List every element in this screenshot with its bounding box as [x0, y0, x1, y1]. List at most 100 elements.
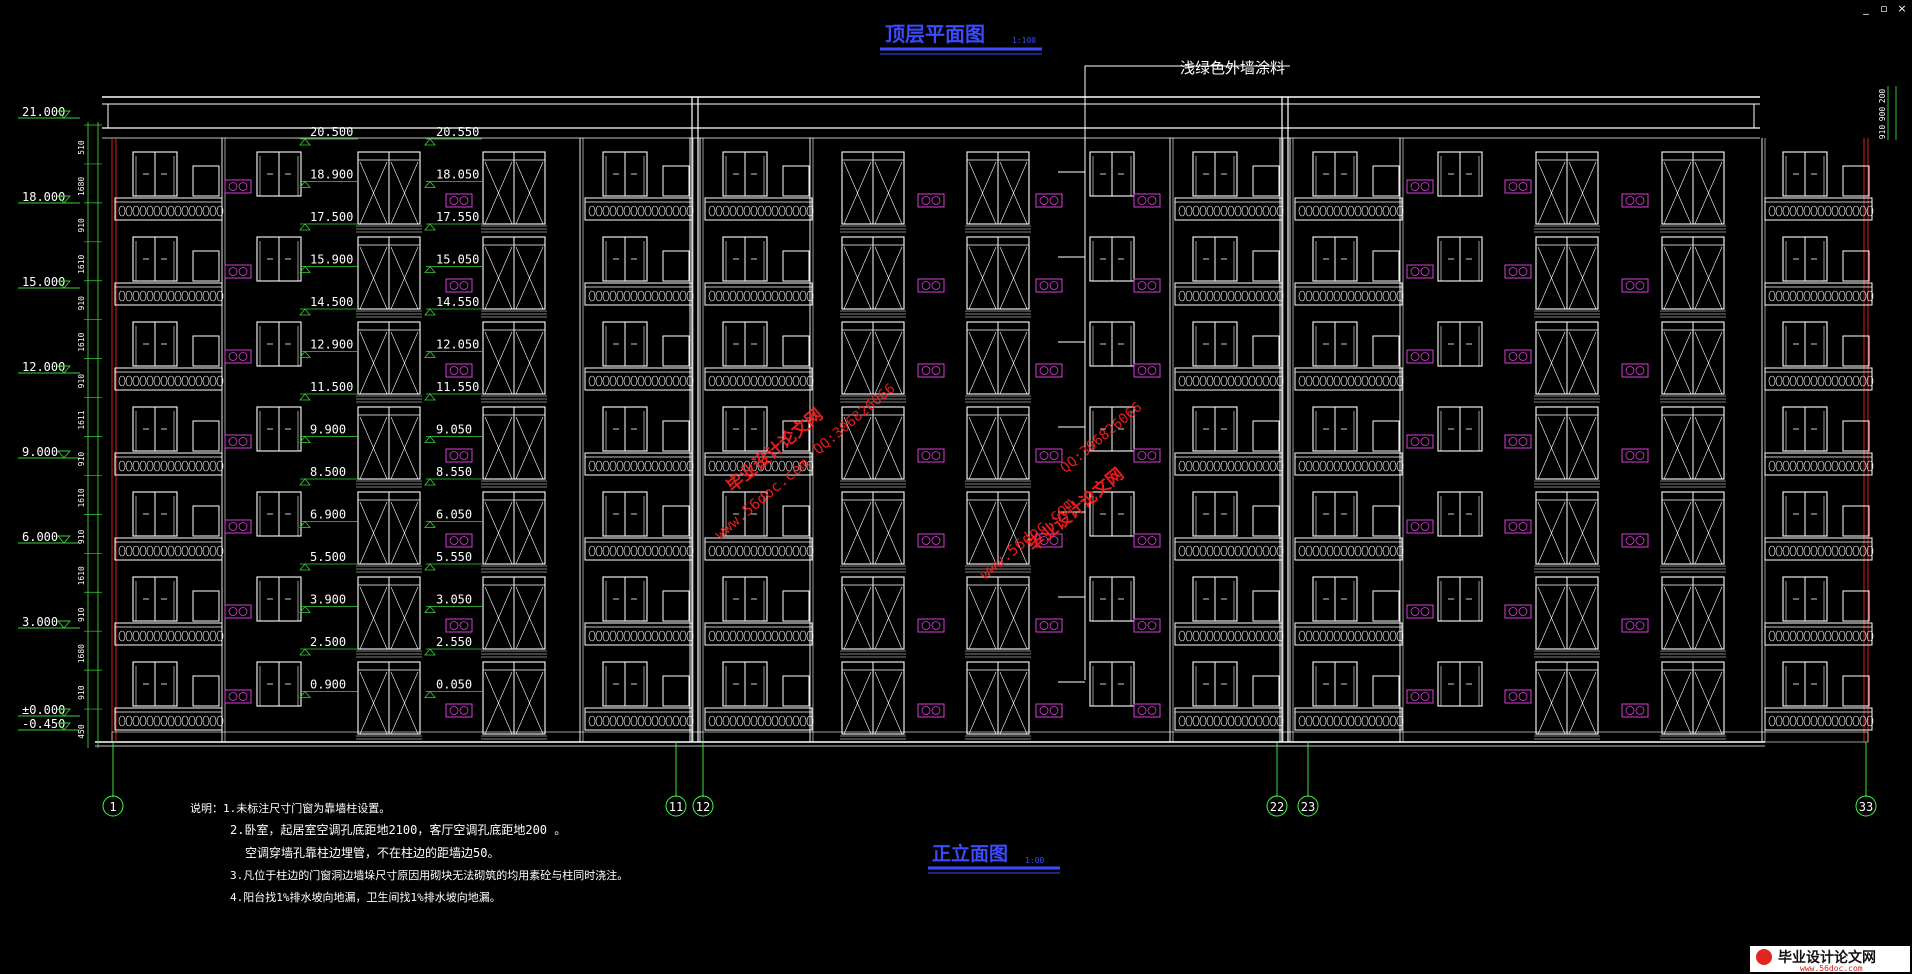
ac-fan [921, 706, 931, 715]
balcony-baluster [785, 715, 793, 727]
stair-window [840, 151, 906, 233]
stair-window-diag [1537, 161, 1566, 225]
balcony-baluster [188, 545, 196, 557]
ac-unit [1035, 703, 1063, 718]
balcony-baluster [637, 290, 645, 302]
balcony-baluster [771, 375, 779, 387]
balcony-baluster [623, 205, 631, 217]
ac-box [1133, 448, 1161, 463]
balcony-baluster [792, 290, 800, 302]
balcony-baluster [644, 545, 652, 557]
balcony-baluster [1354, 715, 1362, 727]
balcony-baluster [1347, 545, 1355, 557]
balcony-baluster [1199, 375, 1207, 387]
balcony-baluster [1810, 205, 1818, 217]
room-window [1437, 321, 1483, 367]
balcony-railing [704, 707, 814, 731]
balcony-baluster [1185, 630, 1193, 642]
balcony-baluster [167, 545, 175, 557]
balcony-baluster [1859, 205, 1867, 217]
stair-level-a: 18.900 [310, 168, 353, 182]
balcony-baluster [1326, 460, 1334, 472]
balcony-baluster [1248, 460, 1256, 472]
balcony-baluster [806, 630, 814, 642]
balcony-baluster [1396, 545, 1404, 557]
restore-button[interactable]: ▫ [1880, 2, 1888, 15]
balcony-railing [1174, 367, 1284, 391]
balcony-baluster [1276, 205, 1284, 217]
balcony-baluster [1347, 460, 1355, 472]
balcony-baluster [665, 460, 673, 472]
balcony-railing [1174, 707, 1284, 731]
balcony-baluster [216, 205, 224, 217]
balcony-side-window [1842, 250, 1870, 282]
balcony-baluster [1234, 715, 1242, 727]
ac-fan [1039, 366, 1049, 375]
balcony-baluster [1866, 375, 1874, 387]
balcony-frame [584, 622, 693, 646]
ac-unit [1621, 618, 1649, 633]
ac-unit [1133, 448, 1161, 463]
balcony-baluster [216, 545, 224, 557]
balcony-baluster [743, 460, 751, 472]
close-button[interactable]: × [1897, 2, 1907, 15]
balcony-baluster [1831, 715, 1839, 727]
balcony-baluster [743, 205, 751, 217]
stair-window [1534, 236, 1600, 318]
balcony-baluster [743, 545, 751, 557]
ac-unit [1035, 618, 1063, 633]
stair-window-diag [1568, 501, 1597, 565]
minimize-button[interactable]: _ [1863, 2, 1869, 15]
balcony-baluster [1178, 545, 1186, 557]
balcony-baluster [1326, 205, 1334, 217]
note-line-2: 2.卧室，起居室空调孔底距地2100，客厅空调孔底距地200 。 [230, 822, 566, 837]
balcony-baluster [1269, 545, 1277, 557]
balcony-railing [114, 622, 224, 646]
balcony-baluster [209, 715, 217, 727]
balcony-baluster [1199, 545, 1207, 557]
balcony-baluster [757, 460, 765, 472]
balcony-door [1192, 236, 1238, 282]
ac-unit [1035, 278, 1063, 293]
balcony-side-window [1842, 590, 1870, 622]
stair-window [481, 151, 547, 233]
stair-window [1660, 406, 1726, 488]
left-level-dimensions: 21.00018.00015.00012.0009.0006.0003.000±… [18, 105, 102, 748]
balcony-baluster [1185, 375, 1193, 387]
balcony-door [1782, 321, 1828, 367]
material-callout-text: 浅绿色外墙涂料 [1180, 59, 1285, 77]
balcony-baluster [757, 290, 765, 302]
balcony-baluster [1782, 375, 1790, 387]
balcony-baluster [1396, 630, 1404, 642]
balcony-baluster [216, 715, 224, 727]
balcony-baluster [181, 460, 189, 472]
balcony-railing [1764, 367, 1874, 391]
level-mark: 3.000 [18, 615, 80, 629]
balcony-side-window [192, 505, 220, 537]
ac-unit [224, 264, 252, 279]
balcony-baluster [1382, 630, 1390, 642]
ac-box [1133, 703, 1161, 718]
stair-window-diag [359, 246, 388, 310]
balcony-baluster [1241, 460, 1249, 472]
level-mark-value: 12.000 [22, 360, 65, 374]
stair-window-diag [999, 331, 1028, 395]
ac-box [917, 193, 945, 208]
balcony-baluster [1866, 715, 1874, 727]
dim-value: 510 [77, 140, 86, 155]
balcony-baluster [588, 290, 596, 302]
balcony-baluster [1206, 630, 1214, 642]
stair-window-diag [390, 246, 419, 310]
balcony-baluster [785, 545, 793, 557]
ac-fan [1147, 536, 1157, 545]
balcony-baluster [195, 715, 203, 727]
balcony-baluster [658, 205, 666, 217]
axis-bubble [102, 795, 124, 817]
ac-fan [921, 196, 931, 205]
room-window [1437, 491, 1483, 537]
stair-level-b: 18.050 [436, 168, 479, 182]
balcony-baluster [1375, 290, 1383, 302]
balcony-baluster [1389, 715, 1397, 727]
balcony-baluster [1838, 290, 1846, 302]
